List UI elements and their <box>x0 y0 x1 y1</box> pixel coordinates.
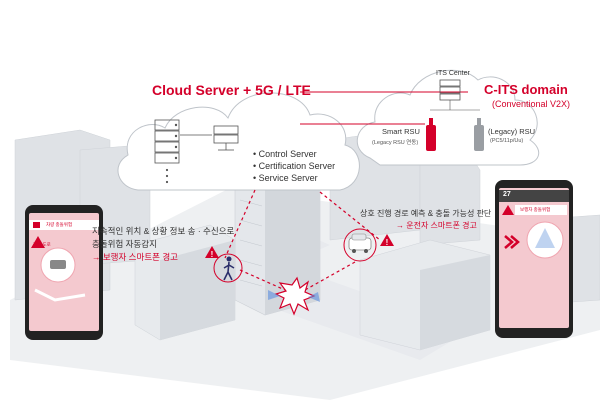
svg-text:!: ! <box>386 238 389 247</box>
server-unit-icon <box>213 125 239 151</box>
pedestrian-alert: → 보행자 스마트폰 경고 <box>92 252 178 262</box>
pedestrian-warning-icon: ! <box>205 246 219 259</box>
legacy-rsu-icon <box>474 118 484 151</box>
cits-subtitle: (Conventional V2X) <box>492 99 571 109</box>
vehicle-alert: → 운전자 스마트폰 경고 <box>396 221 477 230</box>
server-item-certification: • Certification Server <box>253 161 336 171</box>
pedestrian-line-2: 충돌위험 자동감지 <box>92 239 157 249</box>
right-phone-banner: 보행자 충돌위험 <box>520 207 551 212</box>
vehicle-line-1: 상호 진행 경로 예측 & 충돌 가능성 판단 <box>360 209 492 218</box>
right-phone <box>495 180 573 338</box>
svg-text:!: ! <box>211 250 214 259</box>
smart-rsu-icon <box>426 118 436 151</box>
signal-dashed-lines <box>224 189 381 291</box>
right-phone-time: 27 <box>503 191 511 198</box>
server-rack-icon <box>154 119 180 184</box>
vehicle-description: 상호 진행 경로 예측 & 충돌 가능성 판단 → 운전자 스마트폰 경고 <box>360 208 491 232</box>
legacy-rsu-sublabel: (PC5/11p/Uu) <box>490 138 524 144</box>
its-center-label: ITS Center <box>436 70 470 77</box>
pedestrian-line-1: 지속적인 위치 & 상황 정보 송 · 수신으로 <box>92 226 235 236</box>
legacy-rsu-label: (Legacy) RSU <box>488 127 536 136</box>
left-phone-label: 전방 도로 <box>33 242 51 247</box>
server-list: • Control Server • Certification Server … <box>253 148 335 184</box>
cits-cloud <box>356 69 540 166</box>
collision-burst-icon <box>268 276 320 316</box>
server-item-control: • Control Server <box>253 149 317 159</box>
car-icon <box>343 228 377 262</box>
car-warning-icon: ! <box>380 234 394 247</box>
left-phone-banner: 차량 충돌위험 <box>46 222 73 227</box>
pedestrian-icon <box>213 253 243 283</box>
right-building <box>359 239 491 351</box>
smart-rsu-label: Smart RSU <box>382 127 420 136</box>
cloud-title: Cloud Server + 5G / LTE <box>152 82 311 98</box>
cits-title: C-ITS domain <box>484 82 568 97</box>
server-item-service: • Service Server <box>253 173 318 183</box>
central-tower <box>234 159 321 316</box>
pedestrian-description: 지속적인 위치 & 상황 정보 송 · 수신으로 충돌위험 자동감지 → 보행자… <box>92 225 234 264</box>
left-phone <box>25 205 103 340</box>
cloud-server-cloud <box>117 92 360 191</box>
smart-rsu-sublabel: (Legacy RSU 연동) <box>372 140 419 146</box>
